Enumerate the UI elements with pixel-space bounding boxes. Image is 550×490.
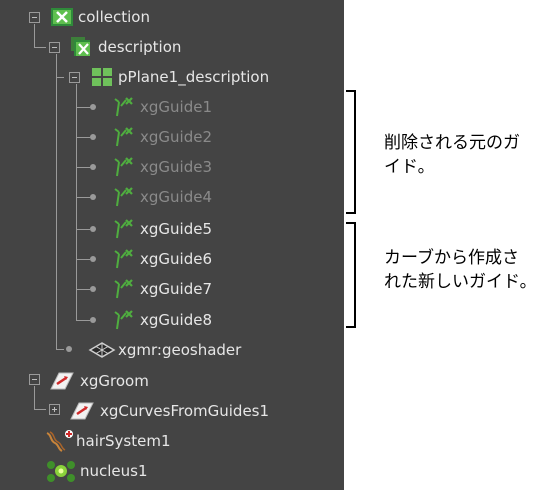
outliner-item-pplane1-description[interactable]: pPlane1_description: [90, 62, 269, 92]
tree-connector-lines: [34, 24, 90, 410]
leaf-dot: [90, 226, 96, 232]
outliner-item-xgguide2[interactable]: xgGuide2: [112, 122, 212, 152]
leaf-dot: [66, 346, 72, 352]
leaf-dot: [90, 256, 96, 262]
xgen-guide-icon: [112, 309, 136, 331]
xgen-guide-icon: [112, 186, 136, 208]
outliner-item-xgguide3[interactable]: xgGuide3: [112, 152, 212, 182]
outliner-item-xgguide8[interactable]: xgGuide8: [112, 305, 212, 335]
outliner-item-label: xgGuide3: [140, 158, 212, 176]
leaf-dot: [90, 164, 96, 170]
leaf-dot: [90, 134, 96, 140]
outliner-item-label: xgGuide8: [140, 311, 212, 329]
outliner-item-xgguide6[interactable]: xgGuide6: [112, 244, 212, 274]
annotation-line: カーブから作成さ: [384, 248, 519, 268]
outliner-item-label: xgGuide6: [140, 250, 212, 268]
annotation-line: イド。: [384, 157, 435, 177]
outliner-item-label: xgGroom: [80, 372, 149, 390]
xgen-guide-icon: [112, 278, 136, 300]
outliner-item-hairsystem1[interactable]: hairSystem1: [44, 426, 171, 456]
outliner-item-label: description: [98, 38, 182, 56]
annotation-line: れた新しいガイド。: [384, 272, 537, 292]
collapse-toggle-xggroom[interactable]: [29, 374, 40, 385]
collapse-toggle-collection[interactable]: [29, 12, 40, 23]
outliner-item-xgguide7[interactable]: xgGuide7: [112, 274, 212, 304]
xgen-guide-icon: [112, 218, 136, 240]
xgen-guide-icon: [112, 248, 136, 270]
leaf-dot: [90, 286, 96, 292]
leaf-dot: [90, 104, 96, 110]
new-guides-bracket: [346, 222, 356, 328]
xgen-guide-icon: [112, 156, 136, 178]
outliner-item-description[interactable]: description: [70, 32, 181, 62]
outliner-item-label: xgCurvesFromGuides1: [100, 402, 270, 420]
expand-toggle-xgcurvesfromguides[interactable]: [49, 404, 60, 415]
outliner-item-label: xgmr:geoshader: [118, 341, 242, 359]
annotation-line: 削除される元のガ: [384, 133, 520, 153]
xgen-collection-icon: [50, 6, 74, 28]
geoshader-icon: [88, 339, 116, 361]
outliner-item-xggroom[interactable]: xgGroom: [48, 366, 149, 396]
outliner-item-label: xgGuide4: [140, 188, 212, 206]
new-guides-annotation: カーブから作成さ れた新しいガイド。: [384, 246, 537, 294]
outliner-item-label: pPlane1_description: [118, 68, 270, 86]
mesh-grid-icon: [90, 66, 114, 88]
outliner-item-xgguide5[interactable]: xgGuide5: [112, 214, 212, 244]
collapse-toggle-pplane1[interactable]: [69, 72, 80, 83]
outliner-panel: collection description pPlane1_descripti…: [0, 0, 344, 490]
outliner-item-collection[interactable]: collection: [50, 2, 150, 32]
outliner-item-label: xgGuide7: [140, 280, 212, 298]
outliner-item-xgguide1[interactable]: xgGuide1: [112, 92, 212, 122]
groom-icon: [48, 370, 76, 392]
outliner-item-xgguide4[interactable]: xgGuide4: [112, 182, 212, 212]
nucleus-icon: [44, 460, 78, 482]
outliner-item-label: xgGuide2: [140, 128, 212, 146]
outliner-item-label: collection: [78, 8, 150, 26]
outliner-item-label: nucleus1: [80, 462, 148, 480]
removed-guides-bracket: [346, 90, 356, 214]
hair-system-icon: [44, 430, 74, 452]
outliner-item-label: hairSystem1: [76, 432, 171, 450]
xgen-guide-icon: [112, 96, 136, 118]
outliner-item-label: xgGuide1: [140, 98, 212, 116]
removed-guides-annotation: 削除される元のガ イド。: [384, 131, 520, 179]
outliner-item-xgmr-geoshader[interactable]: xgmr:geoshader: [88, 335, 241, 365]
leaf-dot: [90, 317, 96, 323]
outliner-item-xgcurvesfromguides1[interactable]: xgCurvesFromGuides1: [68, 396, 269, 426]
xgen-guide-icon: [112, 126, 136, 148]
collapse-toggle-description[interactable]: [49, 42, 60, 53]
leaf-dot: [90, 194, 96, 200]
curves-from-guides-icon: [68, 400, 96, 422]
outliner-item-nucleus1[interactable]: nucleus1: [44, 456, 148, 486]
xgen-description-icon: [70, 36, 94, 58]
outliner-item-label: xgGuide5: [140, 220, 212, 238]
